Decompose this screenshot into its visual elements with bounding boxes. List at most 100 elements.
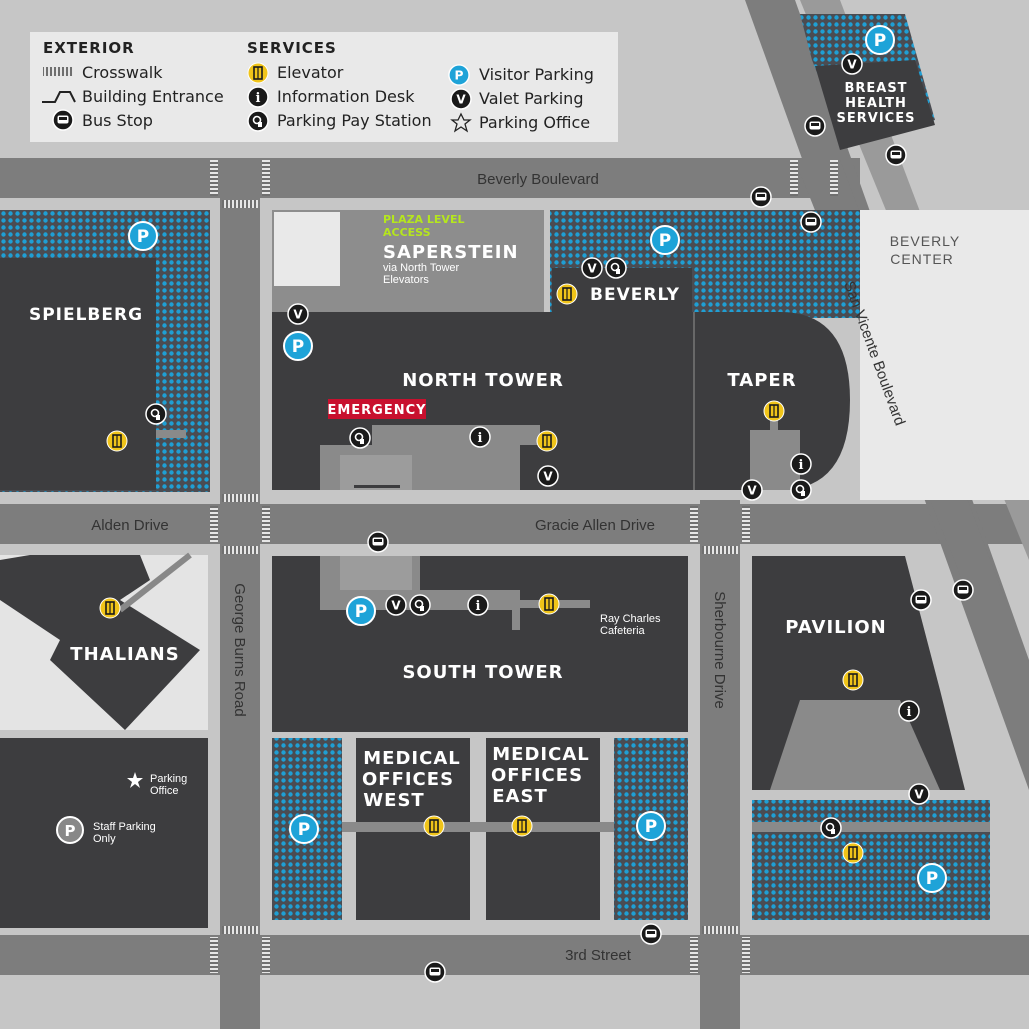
beverly-center-label-1: BEVERLY (890, 233, 961, 249)
pavilion-parking (752, 800, 990, 920)
pay-station-icon[interactable] (790, 479, 812, 501)
parking-icon[interactable] (346, 596, 376, 626)
thalians-building (0, 555, 200, 730)
spielberg-label: SPIELBERG (29, 305, 143, 325)
emergency-label: EMERGENCY (327, 403, 426, 418)
bus-stop-icon[interactable] (640, 923, 662, 945)
breast-health-label-2: HEALTH (845, 96, 907, 111)
street-gracie-allen-drive: Gracie Allen Drive (535, 517, 655, 534)
valet-icon[interactable] (908, 783, 930, 805)
beverly-label: BEVERLY (590, 285, 680, 305)
taper-label: TAPER (727, 370, 796, 391)
moe-label-3: EAST (492, 786, 547, 807)
bus-stop-icon[interactable] (804, 115, 826, 137)
moe-label-1: MEDICAL (492, 744, 589, 765)
parking-icon[interactable] (650, 225, 680, 255)
staff-parking-block (0, 738, 208, 928)
street-alden-drive: Alden Drive (91, 517, 169, 534)
saperstein-label: SAPERSTEIN (383, 242, 519, 263)
street-sherbourne-drive: Sherbourne Drive (711, 591, 728, 709)
beverly-center-label-2: CENTER (890, 251, 954, 267)
crosswalks (210, 160, 838, 973)
elevator-icon[interactable] (511, 815, 533, 837)
cafeteria-label-1: Ray Charles (600, 613, 661, 625)
valet-icon (450, 88, 472, 110)
star-icon (450, 112, 472, 133)
pay-station-icon[interactable] (820, 817, 842, 839)
street-beverly-boulevard: Beverly Boulevard (477, 171, 599, 188)
bus-stop-icon[interactable] (424, 961, 446, 983)
legend-crosswalk: Crosswalk (82, 63, 163, 82)
pay-station-icon[interactable] (145, 403, 167, 425)
svg-text:P: P (65, 822, 76, 840)
parking-icon[interactable] (283, 331, 313, 361)
plaza-level-label-1: PLAZA LEVEL (383, 213, 464, 226)
legend-elevator: Elevator (277, 63, 344, 82)
plaza-level-label-2: ACCESS (383, 226, 431, 239)
breast-health-label-1: BREAST (844, 81, 907, 96)
info-desk-icon (247, 86, 269, 108)
valet-icon[interactable] (287, 303, 309, 325)
saperstein-note-1: via North Tower (383, 262, 460, 274)
bus-stop-icon[interactable] (885, 144, 907, 166)
info-desk-icon[interactable] (898, 700, 920, 722)
bus-stop-icon[interactable] (750, 186, 772, 208)
valet-icon[interactable] (581, 257, 603, 279)
elevator-icon[interactable] (99, 597, 121, 619)
saperstein-note-2: Elevators (383, 274, 429, 286)
valet-icon[interactable] (841, 53, 863, 75)
breast-health-label-3: SERVICES (837, 111, 916, 126)
pay-station-icon[interactable] (349, 427, 371, 449)
legend-valet-parking: Valet Parking (479, 89, 583, 108)
elevator-icon[interactable] (423, 815, 445, 837)
elevator-icon[interactable] (538, 593, 560, 615)
parking-icon[interactable] (636, 811, 666, 841)
legend-exterior-heading: EXTERIOR (43, 39, 135, 57)
building-entrance-icon (42, 91, 76, 103)
staff-parking-icon (56, 816, 84, 844)
legend-information-desk: Information Desk (277, 87, 415, 106)
mow-label-2: OFFICES (362, 769, 454, 790)
valet-icon[interactable] (385, 594, 407, 616)
parking-icon[interactable] (128, 221, 158, 251)
north-tower-label: NORTH TOWER (402, 370, 564, 391)
legend: EXTERIOR SERVICES Crosswalk Building Ent… (30, 32, 618, 142)
elevator-icon (247, 62, 269, 84)
thalians-label: THALIANS (70, 644, 179, 665)
bus-stop-icon[interactable] (800, 211, 822, 233)
legend-parking-office: Parking Office (479, 113, 590, 132)
legend-building-entrance: Building Entrance (82, 87, 224, 106)
pay-station-icon (247, 110, 269, 132)
valet-icon[interactable] (741, 479, 763, 501)
elevator-icon[interactable] (763, 400, 785, 422)
info-desk-icon[interactable] (467, 594, 489, 616)
elevator-icon[interactable] (106, 430, 128, 452)
parking-icon[interactable] (865, 25, 895, 55)
moe-label-2: OFFICES (491, 765, 583, 786)
bus-stop-icon (52, 109, 74, 131)
parking-icon[interactable] (289, 814, 319, 844)
spielberg-building (0, 258, 156, 490)
bus-stop-icon[interactable] (952, 579, 974, 601)
parking-icon[interactable] (917, 863, 947, 893)
pay-station-icon[interactable] (605, 257, 627, 279)
elevator-icon[interactable] (842, 842, 864, 864)
info-desk-icon[interactable] (469, 426, 491, 448)
elevator-icon[interactable] (536, 430, 558, 452)
elevator-icon[interactable] (556, 283, 578, 305)
cafeteria-label-2: Cafeteria (600, 625, 646, 637)
elevator-icon[interactable] (842, 669, 864, 691)
mow-label-3: WEST (363, 790, 424, 811)
parking-office-label-1: Parking (150, 773, 187, 785)
valet-icon[interactable] (537, 465, 559, 487)
street-george-burns-road: George Burns Road (231, 583, 248, 716)
info-desk-icon[interactable] (790, 453, 812, 475)
bus-stop-icon[interactable] (367, 531, 389, 553)
breast-health-building (815, 60, 935, 150)
staff-parking-label-2: Only (93, 833, 116, 845)
pay-station-icon[interactable] (409, 594, 431, 616)
legend-parking-pay-station: Parking Pay Station (277, 111, 432, 130)
bus-stop-icon[interactable] (910, 589, 932, 611)
staff-parking-label-1: Staff Parking (93, 821, 156, 833)
